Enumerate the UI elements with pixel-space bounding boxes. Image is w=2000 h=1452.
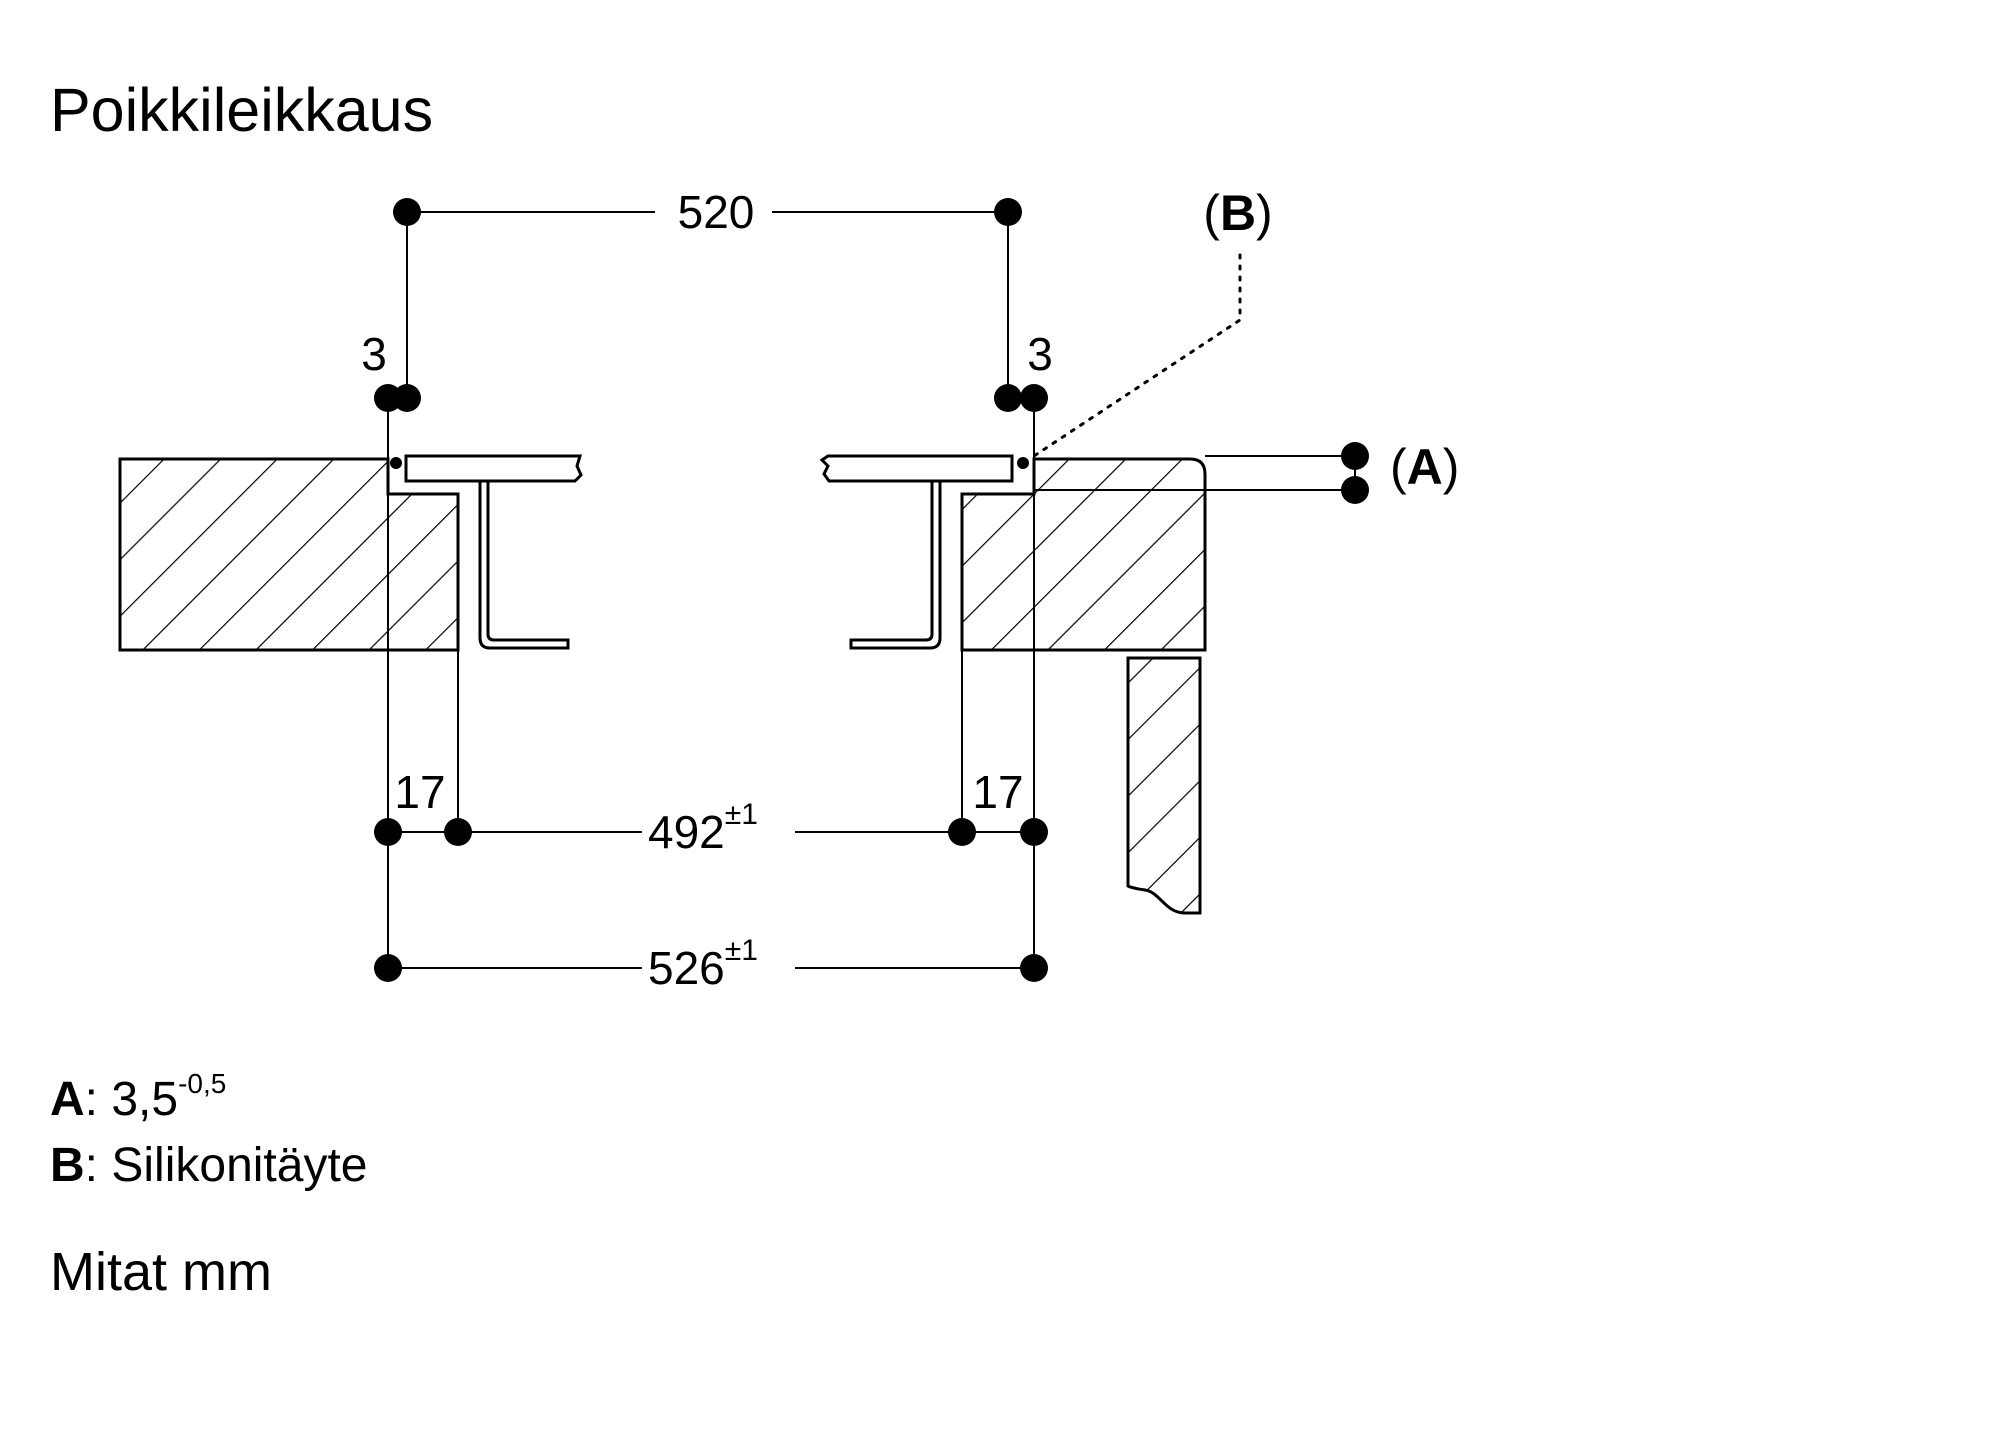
units-note: Mitat mm [50,1242,272,1302]
dim-terminator [1020,818,1048,846]
legend-value-a: 3,5 [111,1073,179,1126]
callout-b-label: (B) [1203,185,1272,241]
dim-terminator [393,384,421,412]
dim-terminator [1020,954,1048,982]
left-hob-bracket [478,479,570,650]
dimension-label-rebate-left: 17 [394,766,445,818]
dim-terminator [393,198,421,226]
callout-a-label: (A) [1390,439,1459,495]
legend: A: 3,5-0,5 B: Silikonitäyte [50,1068,367,1196]
legend-separator: : [84,1139,99,1192]
cabinet-side-panel [1126,656,1202,915]
dim-terminator [948,818,976,846]
dim-terminator [1020,384,1048,412]
dim-terminator [994,384,1022,412]
extension-lines [387,459,1035,968]
dim-terminator [444,818,472,846]
legend-row-b: B: Silikonitäyte [50,1136,367,1196]
dim-terminator [994,198,1022,226]
legend-key-b: B [50,1139,85,1192]
right-worktop-section [960,457,1207,652]
silicone-fill-left [390,457,402,469]
dimension-label-rebate-right: 17 [972,766,1023,818]
dimension-label-492: 492±1 [648,798,758,858]
left-worktop-section [118,457,460,652]
dim-terminator [374,818,402,846]
dimension-520 [406,211,1009,395]
legend-value-b: Silikonitäyte [111,1139,368,1192]
legend-key-a: A [50,1073,85,1126]
left-hob-glass [404,454,583,483]
legend-tolerance-a: -0,5 [178,1068,227,1099]
dimension-label-gap-right: 3 [1027,328,1053,380]
dimension-label-520: 520 [678,186,755,238]
dimension-label-526: 526±1 [648,934,758,994]
dim-terminator [1341,442,1369,470]
page-title: Poikkileikkaus [50,76,434,144]
dim-terminator [374,954,402,982]
legend-separator: : [84,1073,99,1126]
dimension-label-gap-left: 3 [361,328,387,380]
silicone-fill-right [1017,457,1029,469]
right-hob-glass [819,454,1014,483]
callout-b-leader [1032,253,1242,458]
right-hob-bracket [849,479,942,650]
dim-terminator [1341,476,1369,504]
legend-row-a: A: 3,5-0,5 [50,1068,367,1136]
